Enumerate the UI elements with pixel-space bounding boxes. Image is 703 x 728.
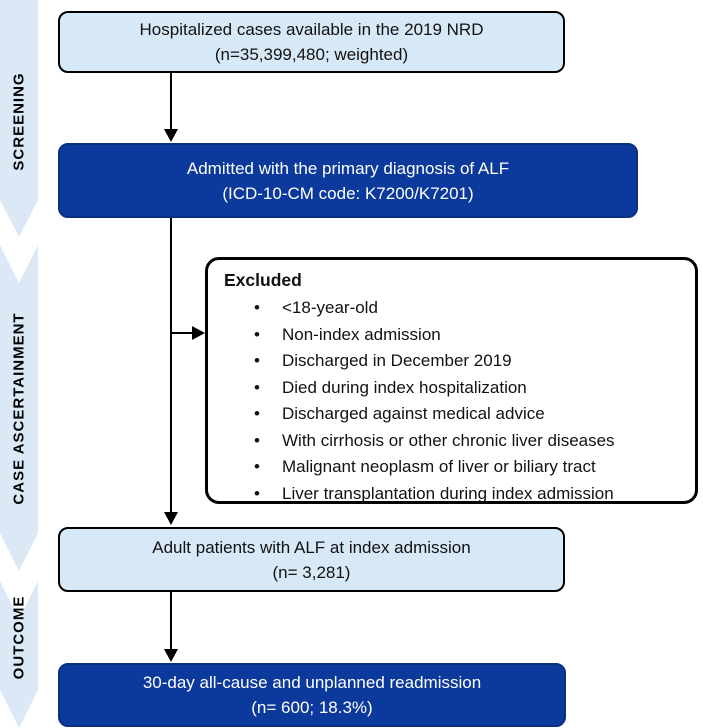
excluded-item: Discharged in December 2019 — [254, 348, 687, 375]
stage-band-case-ascertainment — [0, 245, 38, 571]
box-admitted-alf-line1: Admitted with the primary diagnosis of A… — [186, 158, 510, 178]
box-hospitalized-cases-line2: (n=35,399,480; weighted) — [214, 45, 409, 64]
stage-label-case-ascertainment-text: CASE ASCERTAINMENT — [10, 311, 28, 505]
box-admitted-alf-line2: (ICD-10-CM code: K7200/K7201) — [222, 183, 474, 203]
excluded-item: Liver transplantation during index admis… — [254, 481, 687, 508]
box-readmission: 30-day all-cause and unplanned readmissi… — [58, 663, 566, 727]
arrowhead-down-icon — [164, 649, 178, 662]
box-adult-patients-line1: Adult patients with ALF at index admissi… — [152, 537, 471, 557]
excluded-item: Died during index hospitalization — [254, 375, 687, 402]
connector-adult-to-readmission — [170, 592, 172, 650]
box-admitted-alf: Admitted with the primary diagnosis of A… — [58, 143, 638, 218]
box-hospitalized-cases: Hospitalized cases available in the 2019… — [58, 11, 565, 73]
connector-branch-to-excluded — [171, 332, 194, 334]
excluded-title: Excluded — [224, 270, 302, 290]
box-hospitalized-cases-line1: Hospitalized cases available in the 2019… — [139, 20, 484, 39]
excluded-item: With cirrhosis or other chronic liver di… — [254, 428, 687, 455]
connector-source-to-admitted — [170, 73, 172, 130]
box-readmission-line2: (n= 600; 18.3%) — [251, 698, 373, 717]
arrowhead-down-icon — [164, 512, 178, 525]
box-excluded: Excluded <18-year-old Non-index admissio… — [205, 257, 698, 504]
box-adult-patients-line2: (n= 3,281) — [272, 562, 351, 582]
excluded-list: <18-year-old Non-index admission Dischar… — [224, 295, 687, 507]
stage-label-outcome-text: OUTCOME — [10, 595, 28, 679]
arrowhead-right-icon — [192, 326, 205, 340]
arrowhead-down-icon — [164, 129, 178, 142]
connector-admitted-to-adult — [170, 217, 172, 513]
stage-band-screening — [0, 0, 38, 237]
excluded-item: Non-index admission — [254, 322, 687, 349]
excluded-item: <18-year-old — [254, 295, 687, 322]
box-adult-patients: Adult patients with ALF at index admissi… — [58, 527, 565, 592]
excluded-item: Malignant neoplasm of liver or biliary t… — [254, 454, 687, 481]
stage-label-screening-text: SCREENING — [10, 71, 28, 171]
box-readmission-line1: 30-day all-cause and unplanned readmissi… — [142, 673, 482, 692]
excluded-item: Discharged against medical advice — [254, 401, 687, 428]
